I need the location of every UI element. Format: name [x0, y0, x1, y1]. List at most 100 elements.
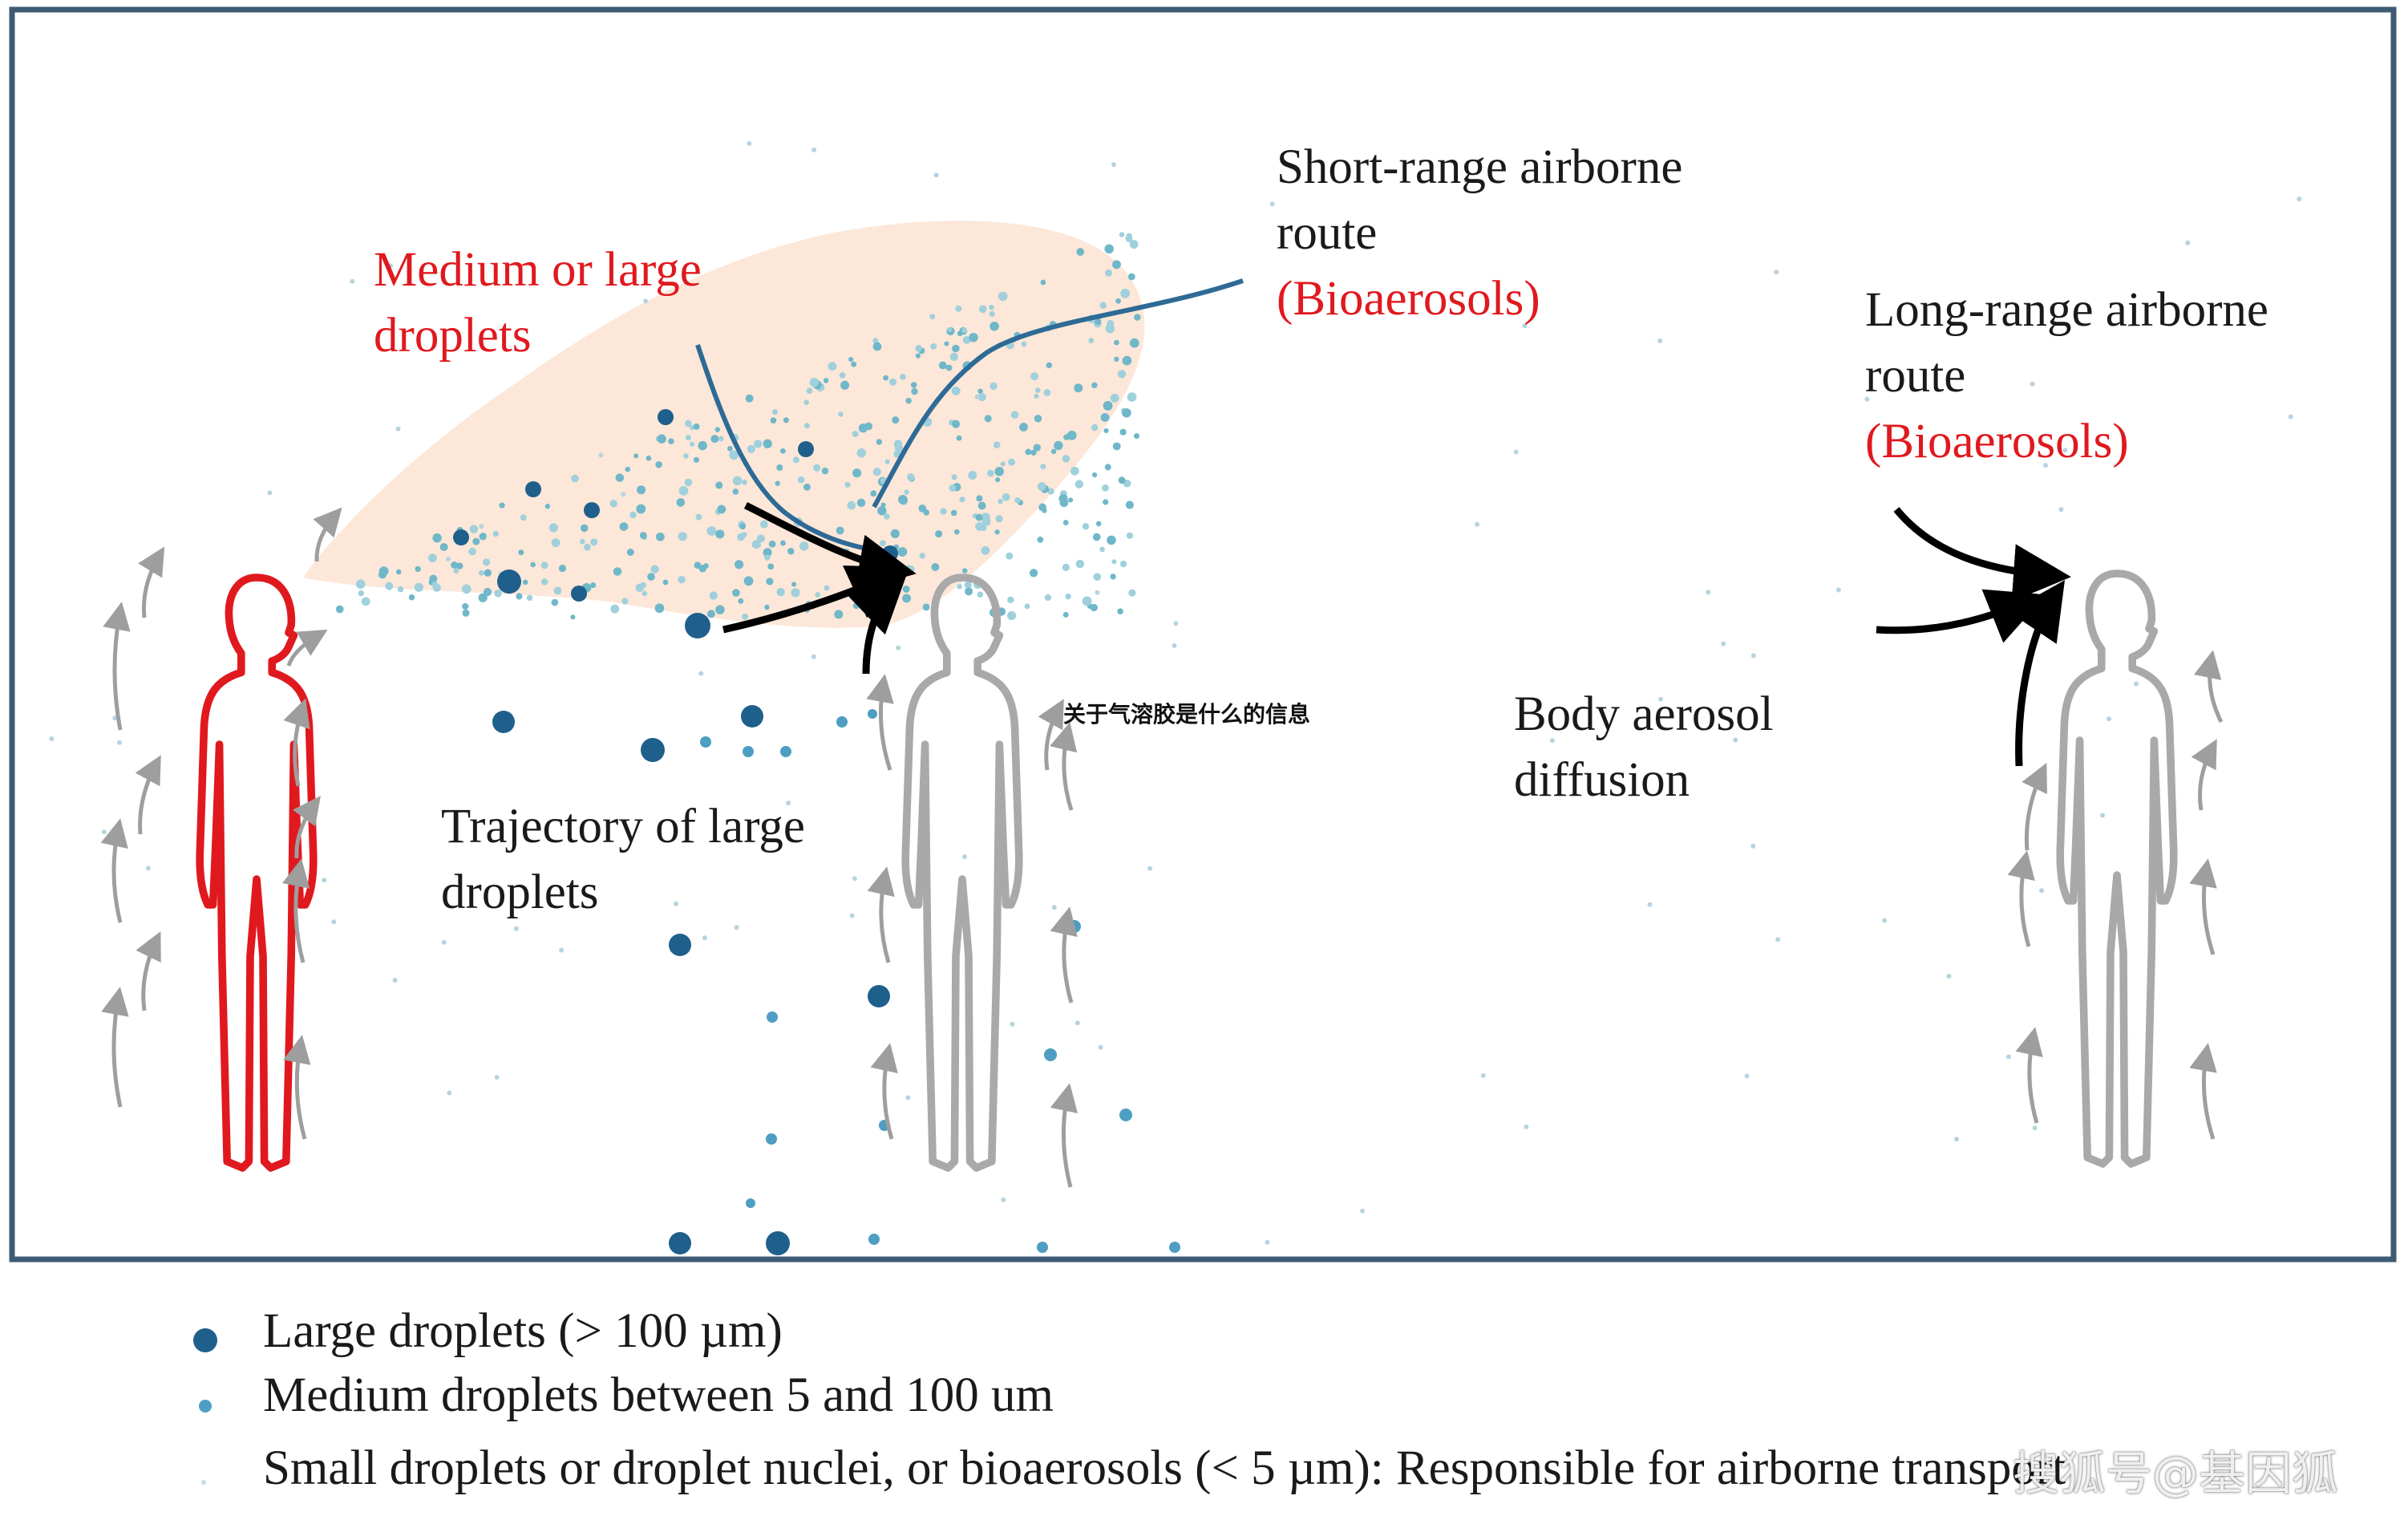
- medium-droplet: [700, 736, 711, 748]
- medium-droplet: [710, 435, 719, 444]
- body-plume-arrow-icon: [2007, 850, 2035, 947]
- medium-droplet: [1134, 314, 1141, 321]
- medium-droplet: [915, 345, 922, 352]
- medium-droplet: [1091, 382, 1098, 389]
- small-droplet: [1882, 918, 1888, 923]
- medium-droplet: [876, 587, 883, 594]
- body-plume-arrow-icon: [100, 507, 2224, 1188]
- medium-droplet: [1044, 1048, 1057, 1061]
- medium-droplet: [868, 1234, 880, 1245]
- small-droplet: [2185, 240, 2191, 245]
- body-plume-arrow-icon: [2193, 650, 2224, 724]
- medium-droplet: [732, 488, 739, 495]
- medium-droplet: [714, 427, 721, 432]
- medium-droplet: [890, 529, 900, 539]
- medium-droplet: [949, 352, 958, 362]
- small-droplet: [2039, 888, 2045, 894]
- medium-droplet: [738, 598, 744, 604]
- small-droplet: [2006, 1054, 2011, 1060]
- medium-droplet: [1125, 501, 1134, 509]
- medium-droplet: [947, 326, 953, 332]
- medium-droplet: [821, 468, 829, 475]
- medium-droplet: [1047, 488, 1054, 495]
- large-droplet: [741, 705, 763, 728]
- large-droplet: [766, 1231, 790, 1255]
- medium-droplet: [767, 1011, 778, 1023]
- small-droplet: [1954, 1137, 1959, 1142]
- small-droplet: [1269, 201, 1275, 207]
- medium-droplet: [742, 479, 748, 485]
- medium-droplet: [540, 561, 548, 570]
- medium-droplet: [893, 440, 903, 448]
- small-droplet: [1074, 1020, 1080, 1026]
- medium-droplet: [1076, 248, 1085, 256]
- small-droplet: [2058, 507, 2064, 513]
- medium-droplet: [548, 523, 558, 533]
- medium-droplet: [1091, 424, 1099, 432]
- medium-droplet: [1127, 392, 1137, 402]
- medium-droplet: [1107, 535, 1116, 545]
- medium-droplet: [976, 495, 983, 502]
- medium-droplet: [427, 553, 437, 563]
- medium-droplet: [823, 378, 829, 383]
- medium-droplet: [729, 450, 739, 460]
- medium-droplet: [1054, 440, 1063, 451]
- medium-droplet: [1133, 432, 1140, 440]
- medium-droplet: [892, 416, 900, 424]
- medium-droplet: [776, 587, 785, 597]
- small-droplet: [350, 278, 355, 284]
- medium-droplet: [525, 481, 541, 497]
- medium-droplet: [690, 441, 695, 447]
- medium-droplet: [479, 533, 487, 541]
- small-droplet: [441, 939, 447, 945]
- medium-droplet: [766, 578, 774, 586]
- medium-droplet: [662, 579, 669, 586]
- small-droplet: [1265, 1239, 1270, 1245]
- medium-droplet: [1118, 476, 1126, 484]
- medium-droplet: [717, 505, 726, 514]
- medium-droplet: [780, 448, 786, 454]
- medium-droplet: [715, 529, 725, 539]
- medium-droplet: [1040, 279, 1046, 286]
- medium-droplet: [1044, 594, 1052, 602]
- medium-droplet: [981, 513, 990, 522]
- medium-droplet: [732, 589, 740, 597]
- medium-droplet: [715, 481, 723, 489]
- medium-droplet: [957, 584, 962, 590]
- medium-droplet: [910, 382, 917, 388]
- medium-droplet: [994, 529, 1000, 535]
- medium-droplet: [1033, 444, 1041, 452]
- large-droplet: [492, 711, 515, 733]
- medium-droplet: [959, 497, 965, 503]
- medium-droplet: [1062, 520, 1069, 526]
- body-plume-arrow-icon: [101, 987, 129, 1108]
- medium-droplet: [478, 593, 488, 602]
- medium-droplet: [872, 468, 881, 476]
- medium-droplet: [911, 387, 918, 395]
- small-droplet: [852, 876, 857, 882]
- medium-droplet: [709, 591, 718, 600]
- body-plume-arrow-icon: [313, 507, 342, 562]
- body-plume-arrow-icon: [293, 795, 321, 859]
- medium-droplet: [745, 394, 754, 403]
- medium-droplet: [955, 305, 962, 312]
- medium-droplet: [981, 545, 990, 555]
- medium-droplet: [768, 540, 776, 548]
- medium-droplet: [1014, 497, 1021, 504]
- small-droplet: [962, 854, 967, 860]
- medium-droplet: [492, 530, 499, 537]
- medium-droplet: [385, 582, 394, 590]
- legend-small: Small droplets or droplet nuclei, or bio…: [263, 1441, 2066, 1495]
- long-range-route-label: Long-range airborne route (Bioaerosols): [1865, 283, 2269, 468]
- small-droplet: [1522, 323, 1528, 329]
- body-plume-arrow-icon: [1050, 906, 1078, 1003]
- medium-droplet: [1074, 480, 1084, 488]
- medium-droplet: [1034, 387, 1041, 393]
- medium-droplet: [787, 547, 795, 555]
- small-droplet: [747, 141, 752, 146]
- medium-droplet: [1030, 449, 1037, 456]
- medium-droplet: [964, 581, 972, 589]
- medium-droplet: [953, 529, 960, 535]
- medium-droplet: [462, 602, 469, 610]
- medium-droplet: [747, 444, 755, 453]
